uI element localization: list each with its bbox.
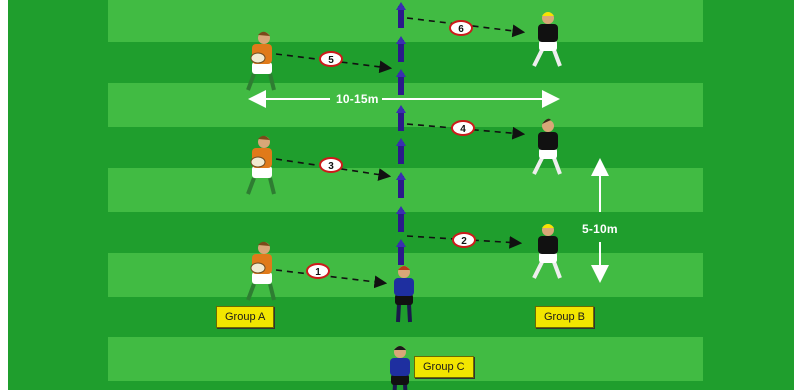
pass-number-badges: 1 2 3 4 5 6 <box>306 20 476 279</box>
marker-post-icon <box>396 36 406 62</box>
svg-text:5: 5 <box>328 55 334 66</box>
svg-text:1: 1 <box>315 267 321 278</box>
pass-number-badge: 3 <box>319 157 343 173</box>
pass-number-badge: 4 <box>451 120 475 136</box>
marker-post-icon <box>396 239 406 265</box>
line-player <box>390 346 410 390</box>
pitch-band <box>108 168 703 212</box>
group-b-label: Group B <box>535 306 594 328</box>
svg-text:6: 6 <box>458 24 464 35</box>
group-a-player <box>246 135 276 195</box>
rugby-ball-icon <box>250 52 266 64</box>
marker-post-icon <box>396 105 406 131</box>
marker-post-icon <box>396 138 406 164</box>
line-player <box>394 266 414 323</box>
group-a-player <box>246 241 276 301</box>
pitch-band <box>108 83 703 127</box>
group-b-player <box>532 224 562 279</box>
dashed-arrow-icon <box>275 269 388 289</box>
marker-post-icon <box>396 206 406 232</box>
pass-number-badge: 2 <box>452 232 476 248</box>
pass-number-badge: 5 <box>319 51 343 67</box>
group-b-player <box>532 12 562 67</box>
marker-post-line <box>396 2 406 265</box>
group-a-player <box>246 31 276 91</box>
pass-number-badge: 1 <box>306 263 330 279</box>
group-a-label: Group A <box>216 306 275 328</box>
svg-text:3: 3 <box>328 161 334 172</box>
svg-text:4: 4 <box>460 124 466 135</box>
spacing-measure-label: 5-10m <box>582 222 618 236</box>
marker-post-icon <box>396 172 406 198</box>
marker-post-icon <box>396 69 406 95</box>
svg-text:2: 2 <box>461 236 467 247</box>
marker-post-icon <box>396 2 406 28</box>
pass-number-badge: 6 <box>449 20 473 36</box>
width-measure-label: 10-15m <box>336 92 379 106</box>
group-c-label: Group C <box>414 356 474 378</box>
rugby-ball-icon <box>250 262 266 274</box>
rugby-ball-icon <box>250 156 266 168</box>
group-b-player <box>532 118 562 175</box>
pitch-band <box>108 0 703 42</box>
